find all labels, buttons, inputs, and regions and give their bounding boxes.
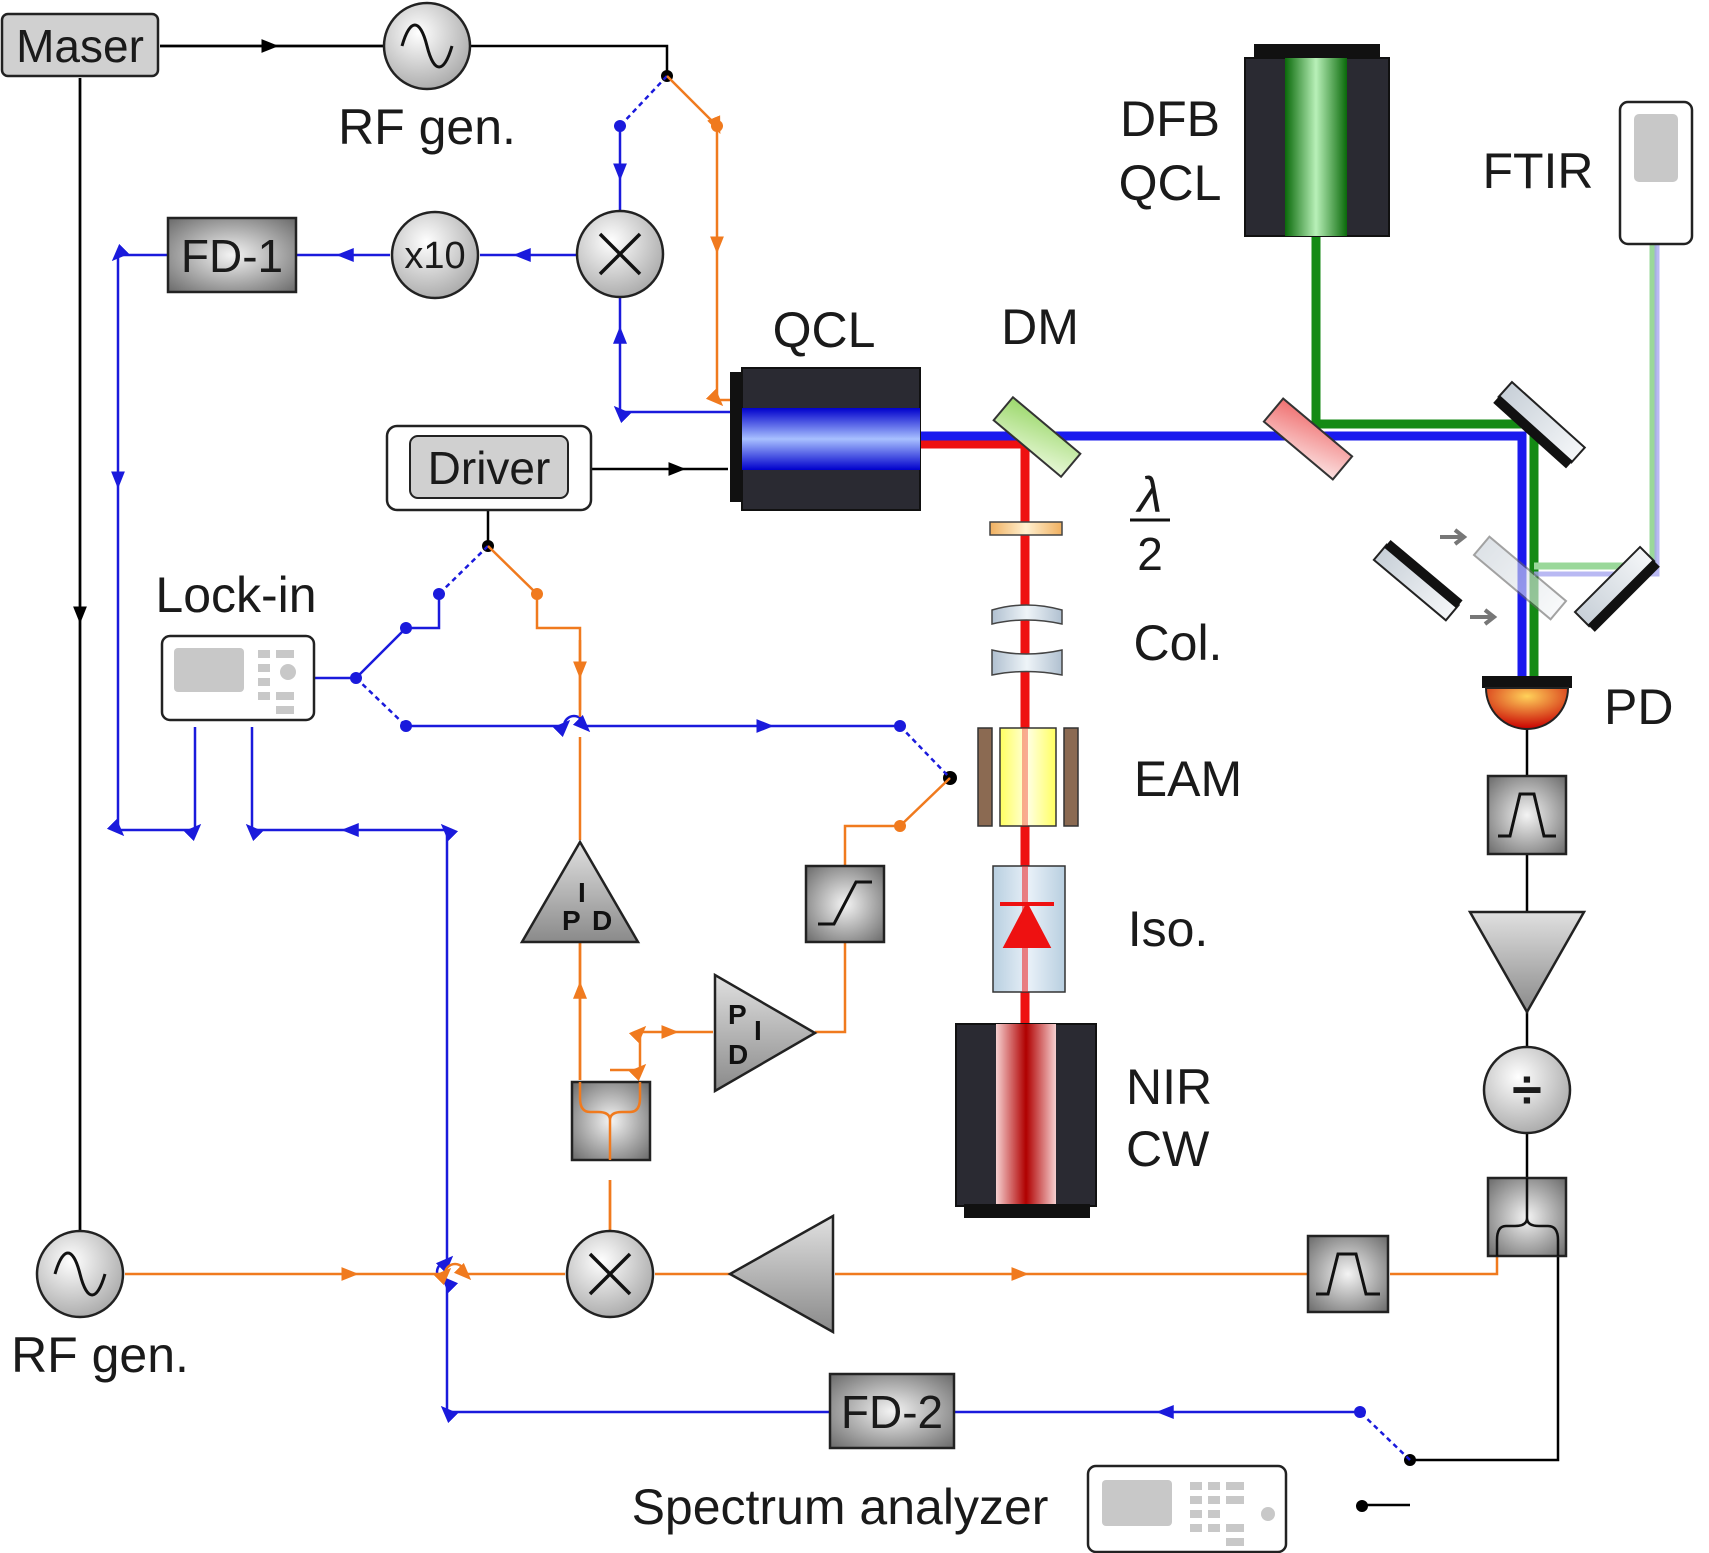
ftir-spectrometer: FTIR xyxy=(1482,100,1694,246)
driver-box: Driver xyxy=(385,424,593,512)
fd2-box: FD-2 xyxy=(828,1372,956,1450)
optical-isolator: Iso. xyxy=(992,865,1209,993)
amplifier-bottom xyxy=(727,1213,835,1335)
maser-box: Maser xyxy=(0,12,160,78)
multiplier-x10: x10 xyxy=(390,210,480,300)
spectrum-analyzer-label: Spectrum analyzer xyxy=(632,1479,1049,1535)
divide-icon: ÷ xyxy=(1512,1060,1542,1120)
frequency-divider: ÷ xyxy=(1482,1045,1572,1135)
col-label: Col. xyxy=(1134,615,1223,671)
rf-generator-bottom: RF gen. xyxy=(11,1229,189,1383)
mixer-x-icon xyxy=(598,232,642,276)
orange-nodes xyxy=(531,120,906,832)
qcl-laser: QCL xyxy=(730,302,921,511)
power-splitter-right xyxy=(1486,1176,1568,1258)
rf-gen-top-label: RF gen. xyxy=(338,99,516,155)
fd1-box: FD-1 xyxy=(166,216,298,294)
ramp-icon xyxy=(818,880,872,926)
qcl-label: QCL xyxy=(773,302,876,358)
dm-label: DM xyxy=(1001,299,1079,355)
bandpass-icon xyxy=(1316,1252,1380,1296)
pid-top-p: P xyxy=(562,905,581,936)
nir-cw-laser: NIR CW xyxy=(955,1023,1212,1218)
amplifier-right xyxy=(1467,910,1587,1015)
mixer-x-icon xyxy=(588,1252,632,1296)
iso-label: Iso. xyxy=(1128,901,1209,957)
lambda-denominator: 2 xyxy=(1137,528,1163,580)
nir-label-2: CW xyxy=(1126,1121,1210,1177)
lockin-label: Lock-in xyxy=(155,567,316,623)
diode-icon xyxy=(1000,901,1054,948)
pid-top-d: D xyxy=(592,905,612,936)
blue-dashed xyxy=(355,75,1411,1461)
dichroic-mirror: DM xyxy=(992,299,1082,479)
dfb-label-1: DFB xyxy=(1120,91,1220,147)
pid-right-d: D xyxy=(728,1039,748,1070)
photodetector: PD xyxy=(1482,676,1673,735)
sine-wave-icon xyxy=(400,23,454,69)
pid-controller-right: P I D xyxy=(713,972,818,1094)
pid-right-p: P xyxy=(728,999,747,1030)
qcl-beam xyxy=(918,431,1527,680)
ftir-beam xyxy=(1534,213,1657,570)
bandpass-filter-bottom xyxy=(1306,1234,1390,1314)
maser-label: Maser xyxy=(16,20,144,72)
power-splitter-middle xyxy=(570,1080,652,1162)
mixer-top xyxy=(575,209,665,299)
lambda-symbol: λ xyxy=(1135,467,1163,523)
pid-right-i: I xyxy=(754,1015,762,1046)
fd1-label: FD-1 xyxy=(181,230,283,282)
bandpass-icon xyxy=(1498,792,1556,838)
sine-wave-icon xyxy=(53,1251,107,1297)
ftir-label: FTIR xyxy=(1482,143,1593,199)
rf-generator-top: RF gen. xyxy=(338,1,516,155)
mixer-bottom xyxy=(565,1229,655,1319)
rf-gen-bottom-label: RF gen. xyxy=(11,1327,189,1383)
bandpass-filter-right xyxy=(1486,774,1568,856)
beam-splitter xyxy=(1262,397,1354,481)
collimator-lenses: Col. xyxy=(991,604,1223,676)
pid-controller-top: P I D xyxy=(519,839,641,944)
pid-top-i: I xyxy=(578,877,586,908)
half-waveplate: λ 2 xyxy=(989,467,1170,580)
ramp-generator xyxy=(804,864,886,944)
blue-nodes xyxy=(350,120,1366,1418)
black-wires xyxy=(73,39,1560,1507)
orange-wires xyxy=(125,75,1499,1286)
driver-label: Driver xyxy=(428,442,551,494)
move-arrow-icon xyxy=(1440,528,1468,546)
nir-label-1: NIR xyxy=(1126,1059,1212,1115)
eam-label: EAM xyxy=(1134,751,1242,807)
move-arrow-icon xyxy=(1470,608,1498,626)
fd2-label: FD-2 xyxy=(841,1386,943,1438)
dfb-beam xyxy=(1311,236,1539,680)
dfb-qcl: DFB QCL xyxy=(1119,44,1390,237)
spectrum-analyzer: Spectrum analyzer xyxy=(632,1464,1288,1553)
mirrors xyxy=(1372,380,1660,632)
x10-label: x10 xyxy=(404,235,465,277)
eam-modulator: EAM xyxy=(977,727,1242,827)
lockin-amplifier: Lock-in xyxy=(155,567,317,722)
dfb-label-2: QCL xyxy=(1119,155,1222,211)
pd-label: PD xyxy=(1604,679,1673,735)
